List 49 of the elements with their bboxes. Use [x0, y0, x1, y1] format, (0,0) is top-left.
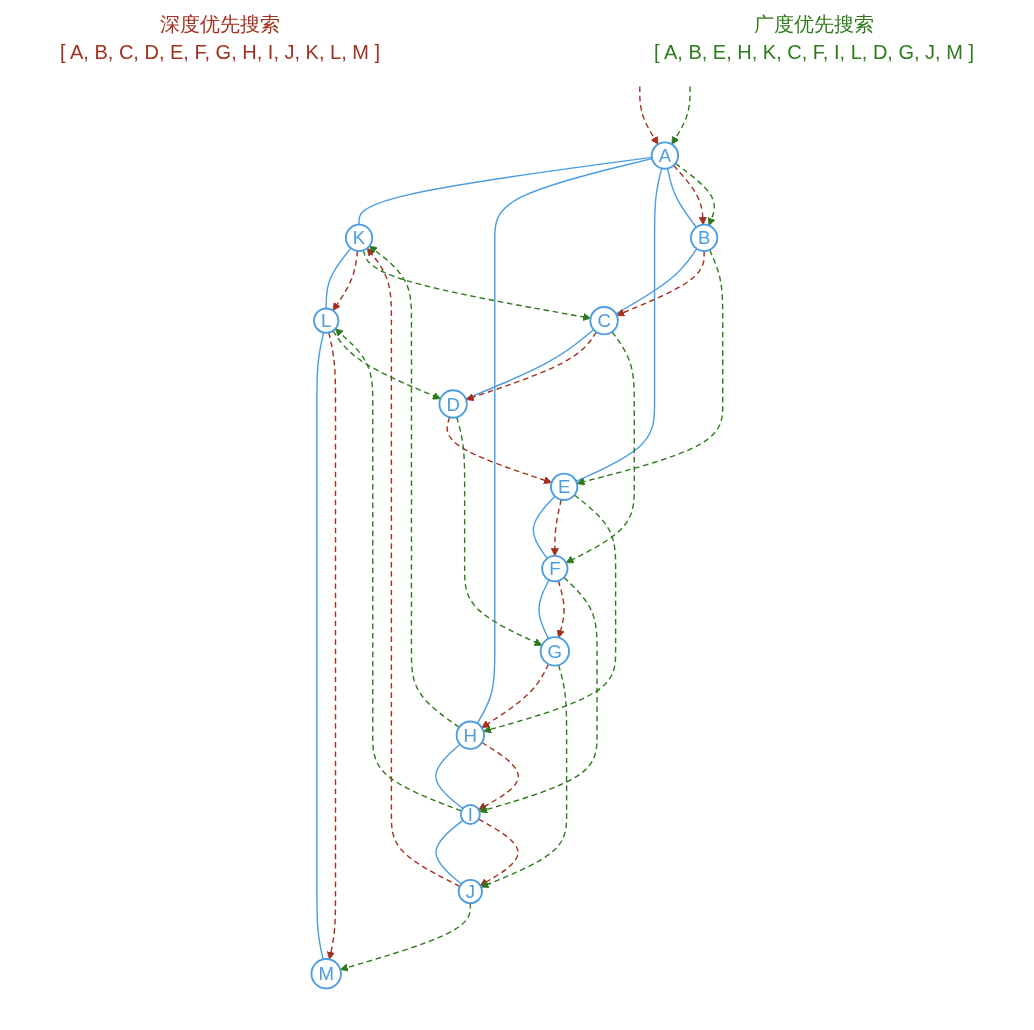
node-circle: B: [689, 223, 719, 252]
node-circle: A: [650, 141, 679, 170]
node-circle: C: [589, 306, 619, 336]
connector: [435, 819, 464, 885]
arrow: [339, 902, 471, 972]
arrow: [478, 741, 519, 811]
node-circle: L: [313, 307, 340, 334]
node-circle: E: [549, 472, 579, 501]
arrow: [334, 328, 462, 812]
arrow: [480, 664, 568, 889]
arrow: [481, 663, 550, 729]
node-circle: G: [539, 636, 570, 667]
node-circle: K: [344, 223, 374, 252]
connector: [435, 743, 464, 810]
arrow: [368, 245, 460, 728]
arrow: [326, 331, 337, 960]
arrow: [671, 85, 691, 145]
arrow: [366, 247, 461, 887]
arrow: [674, 162, 716, 226]
arrow: [455, 416, 543, 646]
arrow: [576, 249, 724, 486]
connector: [325, 247, 352, 310]
sequence-text: [ A, B, E, H, K, C, F, I, L, D, G, J, M ]: [653, 40, 974, 65]
arrow: [477, 818, 519, 886]
connector: [532, 495, 556, 560]
connector: [316, 331, 325, 961]
heading: 广度优先搜索: [752, 12, 875, 37]
arrow: [550, 499, 562, 557]
arrow: [483, 494, 617, 734]
sequence-text: [ A, B, C, D, E, F, G, H, I, J, K, L, M ]: [60, 40, 381, 65]
arrow: [332, 250, 359, 311]
node-circle: I: [459, 803, 481, 825]
arrow: [362, 249, 591, 321]
arrow: [446, 416, 552, 485]
arrow: [332, 330, 441, 400]
arrow: [565, 331, 635, 564]
node-circle: M: [310, 958, 342, 990]
arrow: [638, 85, 659, 145]
node-circle: F: [541, 554, 569, 583]
arrow: [479, 576, 598, 814]
heading: 深度优先搜索: [159, 12, 282, 37]
connector: [538, 579, 550, 640]
node-circle: D: [438, 389, 468, 419]
node-circle: J: [457, 878, 483, 905]
node-circle: H: [455, 720, 485, 750]
arrow: [672, 164, 707, 226]
connector: [575, 167, 663, 483]
arrow: [556, 580, 565, 639]
connector: [666, 167, 697, 228]
